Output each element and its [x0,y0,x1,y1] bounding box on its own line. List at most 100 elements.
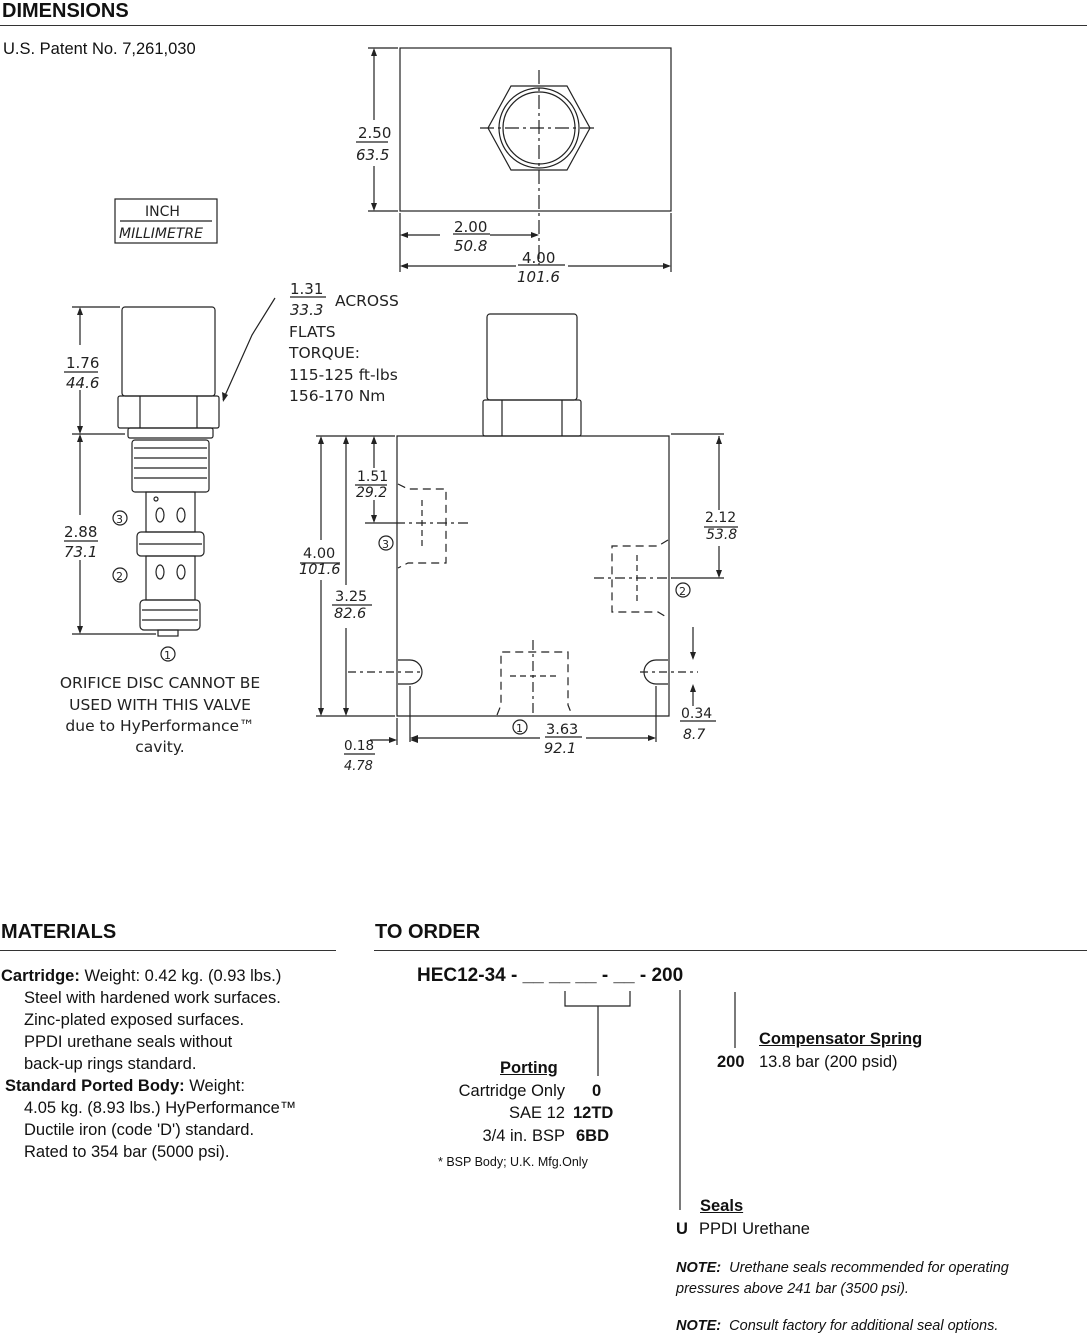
flats-in: 1.31 [290,280,323,298]
orifice-note-2: USED WITH THIS VALVE [69,696,251,714]
top-width-in: 4.00 [522,249,555,267]
body-line-3: Rated to 354 bar (5000 psi). [24,1143,230,1161]
body-port-1: 1 [516,722,523,735]
cartridge-label: Cartridge: [1,967,80,985]
materials-block: Cartridge: Weight: 0.42 kg. (0.93 lbs.) … [1,965,341,1163]
top-view-body [399,47,672,212]
body-d400-mm: 101.6 [299,562,341,578]
note1-key: NOTE: [676,1260,722,1276]
torque-label: TORQUE: [288,344,360,362]
dimensions-rule [0,25,1087,26]
body-d018-mm: 4.78 [344,759,373,774]
materials-heading: MATERIALS [1,921,117,943]
body-d363-mm: 92.1 [544,741,576,757]
top-height-mm: 63.5 [356,146,389,164]
patent-number: U.S. Patent No. 7,261,030 [3,40,196,58]
porting-sae-code: 12TD [573,1104,614,1122]
top-center-in: 2.00 [454,218,487,236]
flats-label-across: ACROSS [335,292,399,310]
porting-bsp-code: 6BD [576,1127,610,1145]
body-d325-mm: 82.6 [334,606,366,622]
cartridge-port-3-marker [112,510,128,526]
orifice-note-3: due to HyPerformance™ [65,717,254,735]
cartridge-spec-line: Cartridge: Weight: 0.42 kg. (0.93 lbs.) [1,965,341,987]
body-spec-line: Standard Ported Body: Weight: [1,1075,341,1097]
body-line-2: Ductile iron (code 'D') standard. [24,1121,255,1139]
body-weight-label: Weight: [189,1077,245,1095]
flats-mm: 33.3 [290,301,323,319]
bsp-note: * BSP Body; U.K. Mfg.Only [438,1155,588,1169]
porting-cartridge-label: Cartridge Only [458,1082,565,1100]
body-d400-in: 4.00 [303,546,335,562]
body-port-2: 2 [679,585,686,598]
order-code-prefix: HEC12-34 - [417,965,518,986]
cartridge-line-3: PPDI urethane seals without [24,1033,233,1051]
body-d363-in: 3.63 [546,722,578,738]
cartridge-line-1: Steel with hardened work surfaces. [24,989,281,1007]
dimension-drawing: 2.50 63.5 2.00 50.8 4.00 101.6 INCH MILL… [60,47,738,774]
top-width-mm: 101.6 [517,268,560,286]
dimensions-heading: DIMENSIONS [2,0,129,22]
body-d325-in: 3.25 [335,589,367,605]
note1-line2: pressures above 241 bar (3500 psi). [676,1281,909,1297]
orifice-note-1: ORIFICE DISC CANNOT BE [60,674,260,692]
legend-box [114,198,218,244]
porting-cartridge-code: 0 [592,1082,602,1100]
top-height-in: 2.50 [358,124,391,142]
cartridge-line-2: Zinc-plated exposed surfaces. [24,1011,245,1029]
seals-code: U [676,1220,688,1238]
cart-upper-mm: 44.6 [66,374,99,392]
body-port-2-marker [675,582,691,598]
legend-mm: MILLIMETRE [119,226,203,242]
order-code-blanks: __ __ __ - __ - [522,965,647,986]
cartridge-port-1-marker [160,646,176,662]
body-port-3-marker [378,535,394,551]
cart-lower-mm: 73.1 [64,543,97,561]
body-d034-in: 0.34 [681,706,712,722]
seals-desc: PPDI Urethane [699,1220,810,1238]
body-line-1: 4.05 kg. (8.93 lbs.) HyPerformance™ [24,1099,297,1117]
body-d212-in: 2.12 [705,510,736,526]
cartridge-weight: Weight: 0.42 kg. (0.93 lbs.) [84,967,282,985]
note1-line1: Urethane seals recommended for operating [729,1260,1009,1276]
note2-key: NOTE: [676,1318,722,1334]
legend-inch: INCH [145,204,180,220]
body-d151-in: 1.51 [357,469,388,485]
cart-port-2: 2 [116,570,123,583]
body-d212-mm: 53.8 [706,527,737,543]
body-label: Standard Ported Body: [5,1077,185,1095]
order-code-suffix: 200 [651,965,684,986]
cartridge-port-2-marker [112,567,128,583]
spring-title: Compensator Spring [759,1030,923,1048]
spring-code: 200 [717,1053,745,1071]
note-urethane: NOTE: Urethane seals recommended for ope… [676,1258,1009,1300]
top-center-mm: 50.8 [454,237,487,255]
order-code: HEC12-34 - __ __ __ - __ - 200 [417,965,683,987]
body-d034-mm: 8.7 [683,727,705,743]
porting-sae-label: SAE 12 [509,1104,565,1122]
cart-upper-in: 1.76 [66,354,99,372]
orifice-note-4: cavity. [135,738,184,756]
porting-bsp-label: 3/4 in. BSP [482,1127,565,1145]
cartridge-line-4: back-up rings standard. [24,1055,197,1073]
torque-nm: 156-170 Nm [289,387,385,405]
cart-port-1: 1 [164,649,171,662]
to-order-heading: TO ORDER [375,921,481,943]
body-d151-mm: 29.2 [356,485,387,501]
cart-port-3: 3 [116,513,123,526]
cart-lower-in: 2.88 [64,523,97,541]
porting-title: Porting [500,1059,558,1077]
body-view-block [396,435,670,717]
note2-text: Consult factory for additional seal opti… [729,1318,999,1334]
flats-label-flats: FLATS [289,323,336,341]
note-consult: NOTE: Consult factory for additional sea… [676,1318,998,1334]
torque-ftlbs: 115-125 ft-lbs [289,366,398,384]
spring-desc: 13.8 bar (200 psid) [759,1053,898,1071]
to-order-rule [374,950,1087,951]
body-port-1-marker [512,719,528,735]
body-d018-in: 0.18 [344,738,374,754]
seals-title: Seals [700,1197,744,1215]
body-port-3: 3 [382,538,389,551]
materials-rule [0,950,336,951]
